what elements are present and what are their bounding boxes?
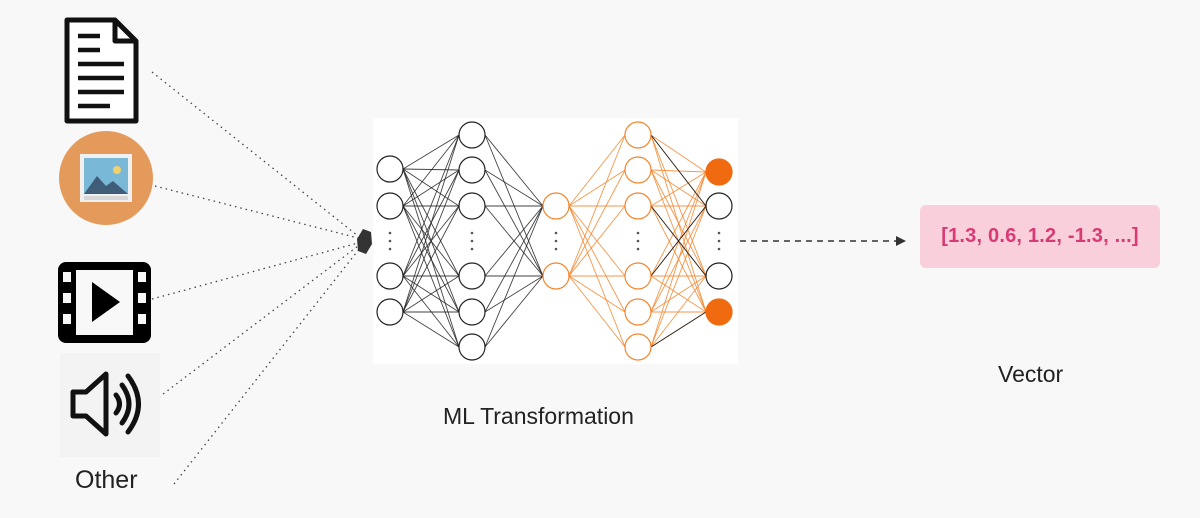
- label-ml-transformation: ML Transformation: [443, 403, 634, 429]
- network-node: [376, 262, 404, 290]
- network-edge: [402, 134, 460, 207]
- network-node: [624, 121, 652, 149]
- network-edge: [650, 275, 707, 348]
- ellipsis-dot: [636, 231, 640, 235]
- network-edge: [484, 134, 544, 277]
- network-edge: [568, 134, 626, 277]
- network-edge: [650, 171, 707, 313]
- network-node: [376, 298, 404, 326]
- network-edge: [402, 169, 460, 313]
- network-edge: [484, 205, 544, 313]
- input-connector-lines: [149, 71, 361, 485]
- network-edge: [402, 134, 460, 313]
- network-edge: [402, 205, 460, 348]
- network-edge: [650, 134, 707, 173]
- network-edge: [484, 205, 544, 348]
- network-node: [624, 298, 652, 326]
- network-edge: [484, 205, 544, 277]
- audio-tile: [60, 353, 160, 457]
- network-edge: [650, 205, 707, 348]
- vector-box: [1.3, 0.6, 1.2, -1.3, ...]: [920, 205, 1160, 268]
- network-edge: [568, 169, 626, 277]
- network-node: [458, 262, 486, 290]
- network-edge: [568, 275, 626, 313]
- merge-node: [357, 229, 372, 254]
- network-edge: [402, 311, 460, 348]
- network-edge: [650, 171, 707, 348]
- network-node: [458, 156, 486, 184]
- ellipsis-dot: [388, 231, 392, 235]
- network-node: [624, 156, 652, 184]
- ellipsis-dot: [717, 239, 721, 243]
- ellipsis-dot: [636, 239, 640, 243]
- network-edge: [402, 168, 460, 171]
- network-node: [624, 333, 652, 361]
- network-edge: [402, 205, 460, 313]
- network-node: [705, 262, 733, 290]
- network-edge: [650, 171, 707, 207]
- ellipsis-dot: [717, 231, 721, 235]
- network-edge: [650, 205, 707, 277]
- network-node: [705, 298, 733, 326]
- ellipsis-dot: [470, 231, 474, 235]
- network-edge: [484, 275, 544, 348]
- document-icon: [64, 17, 139, 124]
- network-edge: [402, 168, 460, 348]
- network-node: [376, 155, 404, 183]
- network-node: [705, 192, 733, 220]
- network-edge: [484, 275, 544, 313]
- vector-value: [1.3, 0.6, 1.2, -1.3, ...]: [941, 225, 1139, 247]
- image-icon: [59, 131, 153, 225]
- network-edge: [484, 169, 544, 207]
- network-node: [542, 192, 570, 220]
- network-edge: [568, 205, 626, 313]
- ellipsis-dot: [388, 247, 392, 251]
- network-node: [458, 121, 486, 149]
- network-edge: [402, 275, 460, 313]
- ellipsis-dot: [554, 231, 558, 235]
- ellipsis-dot: [554, 239, 558, 243]
- network-edge: [484, 169, 544, 277]
- network-edge: [402, 134, 460, 277]
- label-other: Other: [75, 466, 138, 494]
- network-edge: [568, 205, 626, 348]
- network-edge: [650, 134, 707, 277]
- ellipsis-dot: [470, 247, 474, 251]
- network-node: [458, 192, 486, 220]
- ellipsis-dot: [636, 247, 640, 251]
- network-node: [705, 158, 733, 186]
- network-edge: [402, 169, 460, 207]
- network-edge: [484, 134, 544, 207]
- ellipsis-dot: [554, 247, 558, 251]
- network-edge: [568, 275, 626, 348]
- network-edge: [650, 134, 707, 207]
- network-node: [624, 262, 652, 290]
- network-node: [458, 333, 486, 361]
- network-edge: [402, 134, 460, 170]
- label-vector: Vector: [998, 361, 1064, 387]
- neural-network: [376, 121, 733, 361]
- ellipsis-dot: [470, 239, 474, 243]
- ellipsis-dot: [717, 247, 721, 251]
- network-node: [458, 298, 486, 326]
- network-edge: [650, 171, 707, 277]
- audio-icon: [70, 371, 141, 437]
- network-edge: [650, 275, 707, 313]
- network-edge: [568, 205, 626, 277]
- ellipsis-dot: [388, 239, 392, 243]
- video-icon: [58, 262, 151, 343]
- network-edge: [568, 169, 626, 207]
- network-edge: [650, 311, 707, 348]
- network-node: [624, 192, 652, 220]
- network-node: [376, 192, 404, 220]
- network-edge: [650, 169, 707, 277]
- network-node: [542, 262, 570, 290]
- network-edge: [568, 134, 626, 207]
